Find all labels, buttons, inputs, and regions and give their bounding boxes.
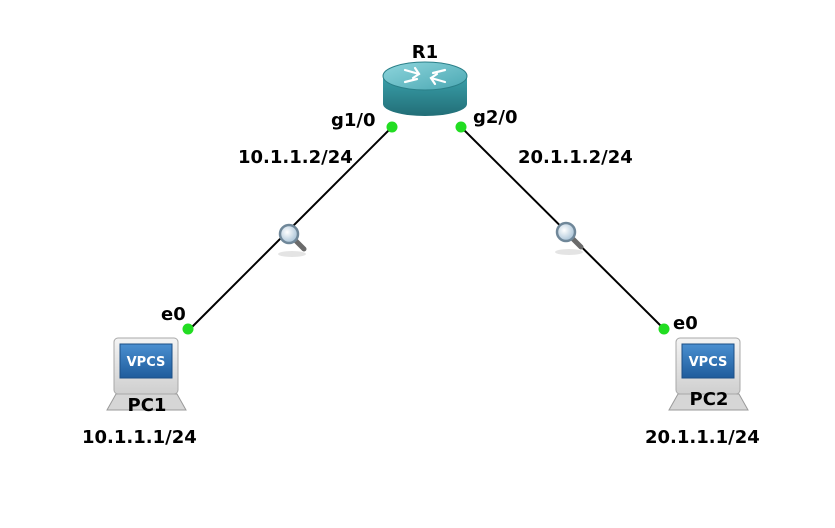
pc-screen-text: VPCS bbox=[689, 355, 728, 370]
port-label-pc2-e0: e0 bbox=[673, 313, 698, 334]
magnifier-icon[interactable] bbox=[278, 223, 307, 257]
ip-label-pc1: 10.1.1.1/24 bbox=[82, 427, 197, 448]
port-label-g1-0: g1/0 bbox=[331, 110, 376, 131]
pc-icon[interactable]: VPCS bbox=[668, 337, 749, 411]
pc-icon[interactable]: VPCS bbox=[106, 337, 187, 411]
router-name: R1 bbox=[412, 42, 438, 63]
ip-label-pc2: 20.1.1.1/24 bbox=[645, 427, 760, 448]
router-r1[interactable]: R1 bbox=[382, 42, 468, 116]
host-pc2[interactable]: VPCS PC2 20.1.1.1/24 bbox=[645, 337, 760, 448]
host-name: PC1 bbox=[128, 395, 167, 416]
host-name: PC2 bbox=[690, 389, 729, 410]
port-indicator-g1-0[interactable] bbox=[386, 121, 398, 133]
host-pc1[interactable]: VPCS PC1 10.1.1.1/24 bbox=[82, 337, 197, 448]
port-label-pc1-e0: e0 bbox=[161, 304, 186, 325]
port-indicator-g2-0[interactable] bbox=[455, 121, 467, 133]
magnifier-icon[interactable] bbox=[555, 221, 584, 255]
ip-label-g2-0: 20.1.1.2/24 bbox=[518, 147, 633, 168]
port-label-g2-0: g2/0 bbox=[473, 107, 518, 128]
ip-label-g1-0: 10.1.1.2/24 bbox=[238, 147, 353, 168]
port-indicator-pc1-e0[interactable] bbox=[182, 323, 194, 335]
router-icon[interactable] bbox=[382, 61, 468, 116]
pc-screen-text: VPCS bbox=[127, 355, 166, 370]
port-indicator-pc2-e0[interactable] bbox=[658, 323, 670, 335]
